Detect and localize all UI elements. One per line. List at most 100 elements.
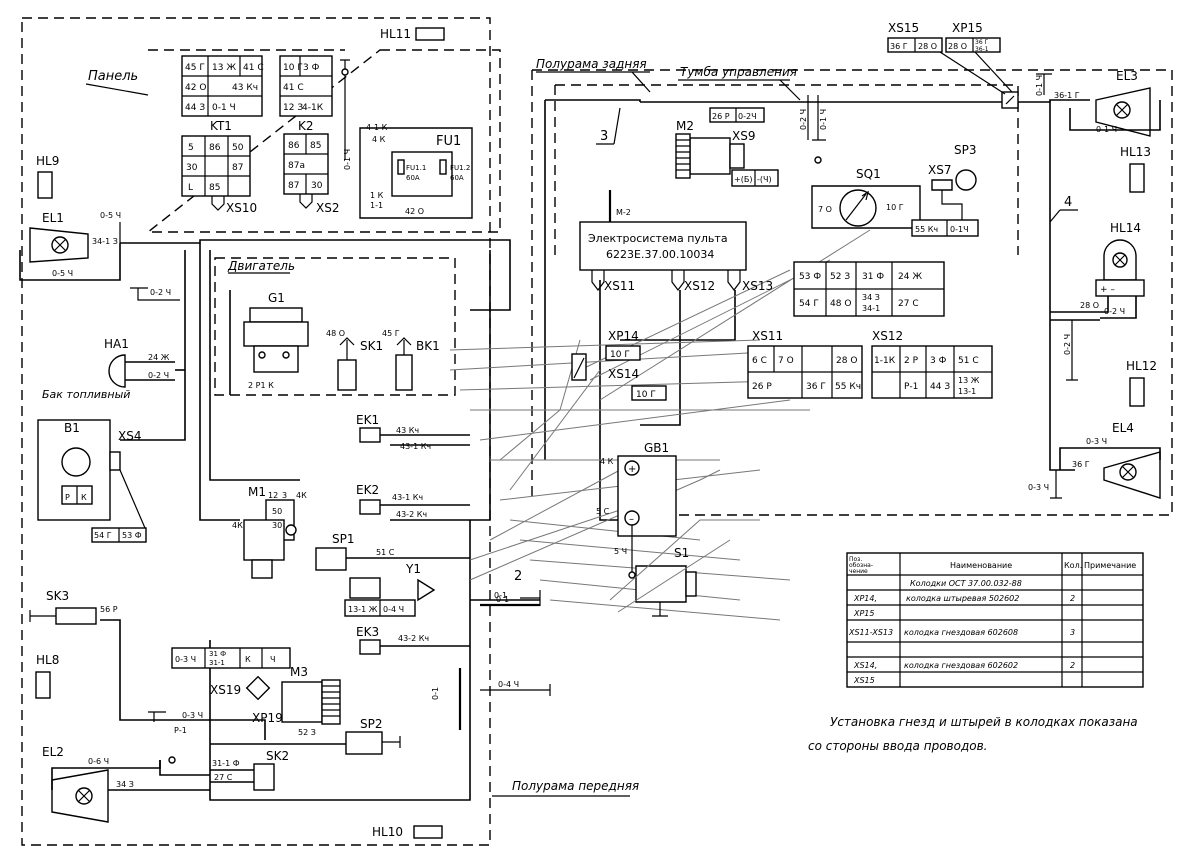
fu1-2-rating: 60A (450, 174, 464, 182)
harness-number-2: 2 (514, 569, 522, 584)
xs19-cell: 31-1 (209, 659, 225, 667)
xs15-plug-mark (1005, 95, 1015, 105)
wire-label: 1 К (370, 191, 384, 200)
kt1-relay: 5 86 50 30 87 L 85 (181, 135, 251, 211)
xs7-cell: 55 Кч (915, 225, 938, 234)
wire-label: 34 З (116, 780, 134, 789)
sk1-lead (339, 337, 355, 360)
wire-label: 0-3 Ч (1028, 483, 1049, 492)
wire-label: 42 О (405, 207, 424, 216)
hl14-base (1095, 279, 1145, 297)
stand-ground (807, 95, 826, 141)
wire-label: 34-1 З (92, 237, 118, 246)
hl14-wires (1050, 296, 1137, 319)
xs15-cell: 36 Г (890, 42, 908, 51)
sp1-sensor (315, 547, 347, 571)
wire-label: 1-1 (370, 201, 383, 210)
wire-label: 0-1 (494, 591, 507, 600)
xs13-plug (727, 270, 741, 291)
console-title: Электросистема пульта (588, 232, 728, 245)
sk1-sensor (337, 359, 357, 391)
kt1-cell: 13 Ж (212, 63, 236, 73)
gb1-plus: + (628, 464, 636, 475)
wire-label: 2 Р1 К (248, 381, 274, 390)
kt1-cell: 45 Г (185, 63, 205, 73)
wire-label: 0-1 Ч (1096, 125, 1117, 134)
wire-label: 0-2 Ч (1104, 307, 1125, 316)
el1-ground-wire (19, 243, 121, 281)
legend-header: Наименование (950, 561, 1012, 570)
el3-label: EL3 (1116, 69, 1138, 83)
harness-3-leader (613, 107, 621, 145)
xs12-cell: 13 Ж (958, 376, 980, 385)
kt1-connector-table: 45 Г 13 Ж 41 С 42 О 43 Кч 44 З 0-1 Ч (181, 55, 264, 117)
wire-label: 0-5 Ч (100, 211, 121, 220)
sp3-label: SP3 (954, 143, 977, 157)
m1-nose (251, 559, 273, 579)
xs19-cell: К (245, 655, 251, 664)
hl14-ground (1066, 320, 1078, 381)
k2-relay-pin: 85 (310, 141, 321, 151)
xs11-cell: 55 Кч (835, 382, 861, 392)
wire-label: 0-4 Ч (498, 680, 519, 689)
b1-fuel-sensor: Р К (37, 419, 111, 521)
xs7-table (911, 219, 979, 237)
wire-label: 3 (282, 491, 287, 500)
legend-cell: XS15 (853, 676, 875, 685)
sk1-label: SK1 (360, 339, 383, 353)
xs15-cell: 28 О (918, 42, 937, 51)
sk3-ground (29, 610, 56, 622)
control-stand-leader (779, 79, 801, 101)
wire-label: М-2 (616, 208, 631, 217)
harness-tank (120, 250, 186, 441)
wire-label: 0-1 (496, 595, 509, 604)
k2-cell: 10 Г (283, 63, 303, 73)
m2-end (729, 143, 745, 169)
xs19-connector-table: 0-3 Ч 31 Ф 31-1 К Ч (171, 647, 291, 669)
kt1-relay-pin: 50 (232, 143, 244, 153)
xs13-label: XS13 (742, 279, 773, 293)
xs11-connector-table: 6 С 7 О 28 О 26 Р 36 Г 55 Кч (747, 345, 863, 399)
xs12-cell: 3 Ф (930, 356, 947, 366)
xp14-label: XP14 (608, 329, 639, 343)
xs2-label: XS2 (316, 201, 339, 215)
m2-gear (675, 133, 691, 179)
m2-gear-teeth (676, 139, 690, 171)
hl10-label: HL10 (372, 825, 403, 839)
legend-header: Кол. (1064, 561, 1082, 570)
xs13-cell: 34 З (862, 293, 880, 302)
xs19-node (168, 756, 176, 764)
el2-headlight (51, 769, 109, 823)
wire-label: 48 О (326, 329, 345, 338)
wire-label: 43-2 Кч (398, 634, 429, 643)
kt1-relay-box (181, 135, 251, 197)
xs19-ground (148, 711, 166, 722)
xs13-cell: 34-1 (862, 304, 880, 313)
xs9-cell: 26 Р (712, 112, 730, 121)
console-box (579, 221, 747, 271)
xs19-plug (245, 675, 271, 701)
legend-cell: Колодки ОСТ 37.00.032-88 (910, 579, 1022, 588)
hl13-lamp (1129, 163, 1145, 193)
y1-valve (349, 577, 381, 599)
bk1-lead (396, 337, 412, 355)
sp2-sensor (345, 731, 383, 755)
xs19-cell: Ч (270, 655, 275, 664)
k2-cell: 3 Ф (303, 63, 320, 73)
kt1-box (181, 55, 263, 117)
hl9-lamp (37, 171, 53, 199)
engine-label: Двигатель (227, 259, 295, 273)
xs14-label: XS14 (608, 367, 639, 381)
hl9-label: HL9 (36, 154, 59, 168)
wire-label: 0-2 Ч (799, 109, 808, 130)
legend-header: Примечание (1084, 561, 1136, 570)
xs12-plug (671, 270, 685, 291)
ek2-plug (359, 499, 381, 515)
xs19-cell: 31 Ф (209, 650, 226, 658)
wire-label: 4К (232, 521, 243, 530)
rear-semi-frame-label: Полурама задняя (536, 57, 647, 71)
kt1-label: KT1 (210, 119, 232, 133)
wire-label: 36 Г (1072, 460, 1090, 469)
xs12-cell: 2 Р (904, 356, 919, 366)
k2-cell: 12 З (283, 103, 303, 113)
